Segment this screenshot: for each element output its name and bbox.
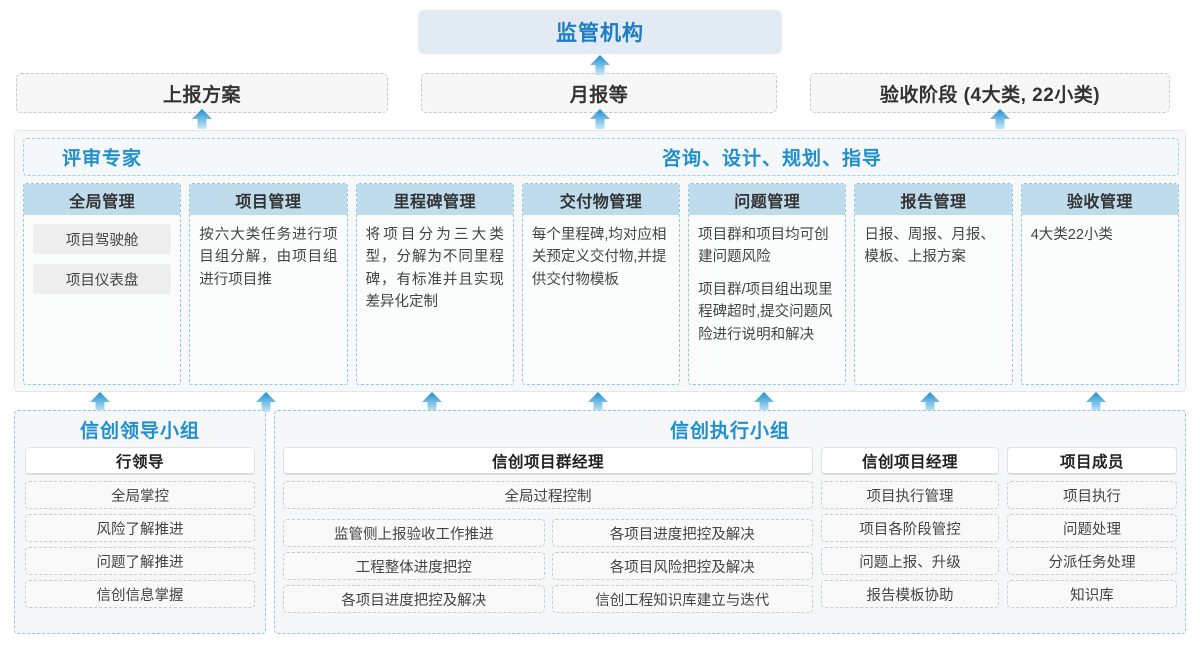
arrow-up-to-mgmt-5 <box>753 391 775 413</box>
report-box-acceptance: 验收阶段 (4大类, 22小类) <box>810 73 1170 113</box>
mgmt-column-body: 日报、周报、月报、模板、上报方案 <box>855 215 1011 384</box>
role-header-member[interactable]: 项目成员 <box>1007 447 1177 475</box>
review-experts-label: 评审专家 <box>62 148 143 170</box>
mgmt-description: 项目群和项目均可创建问题风险 <box>698 227 829 266</box>
duty-item[interactable]: 分派任务处理 <box>1007 547 1177 575</box>
duty-item[interactable]: 信创信息掌握 <box>25 580 255 608</box>
duty-item[interactable]: 问题上报、升级 <box>821 547 999 575</box>
role-column-project-manager: 信创项目经理 项目执行管理 项目各阶段管控 问题上报、升级 报告模板协助 <box>821 447 999 613</box>
arrow-up-to-mgmt-6 <box>919 391 941 413</box>
role-header-bank-leader[interactable]: 行领导 <box>25 447 255 475</box>
duty-item[interactable]: 知识库 <box>1007 580 1177 608</box>
execution-group-title: 信创执行小组 <box>669 421 790 442</box>
program-manager-duty-grid: 监管侧上报验收工作推进 工程整体进度把控 各项目进度把控及解决 各项目进度把控及… <box>283 519 813 613</box>
arrow-up-to-mgmt-2 <box>255 391 277 413</box>
arrow-up-to-mgmt-1 <box>89 391 111 413</box>
report-box-plan: 上报方案 <box>16 73 388 113</box>
duty-item[interactable]: 项目执行管理 <box>821 481 999 509</box>
arrow-up-to-report-plan <box>191 108 213 130</box>
member-duty-list: 项目执行 问题处理 分派任务处理 知识库 <box>1007 481 1177 608</box>
role-column-program-manager: 信创项目群经理 全局过程控制 监管侧上报验收工作推进 工程整体进度把控 各项目进… <box>283 447 813 613</box>
supervisory-org-label: 监管机构 <box>556 22 644 45</box>
mgmt-chip[interactable]: 项目仪表盘 <box>33 264 172 294</box>
arrow-up-to-org-right <box>989 108 1011 130</box>
mgmt-column-title: 问题管理 <box>689 184 846 215</box>
mgmt-column-title: 交付物管理 <box>522 184 680 215</box>
report-label-monthly: 月报等 <box>569 84 629 106</box>
mgmt-column-title: 全局管理 <box>24 184 181 215</box>
mgmt-column-body: 每个里程碑,均对应相关预定义交付物,并提供交付物模板 <box>523 215 679 384</box>
report-boxes-row: 上报方案 月报等 验收阶段 (4大类, 22小类) <box>16 73 1184 113</box>
management-panel: 评审专家 咨询、设计、规划、指导 全局管理 项目驾驶舱 项目仪表盘 项目管理 按… <box>14 130 1186 392</box>
duty-item[interactable]: 全局掌控 <box>25 481 255 509</box>
program-manager-duty-list: 全局过程控制 监管侧上报验收工作推进 工程整体进度把控 各项目进度把控及解决 各… <box>283 481 813 613</box>
mgmt-description: 日报、周报、月报、模板、上报方案 <box>864 227 995 266</box>
mgmt-chip[interactable]: 项目驾驶舱 <box>33 224 172 254</box>
duty-item[interactable]: 各项目进度把控及解决 <box>551 519 813 547</box>
duty-item[interactable]: 信创工程知识库建立与迭代 <box>551 585 813 613</box>
arrow-up-to-org-center <box>589 54 611 76</box>
leader-group-title: 信创领导小组 <box>79 421 200 442</box>
mgmt-description: 每个里程碑,均对应相关预定义交付物,并提供交付物模板 <box>531 227 667 288</box>
arrow-up-to-report-monthly <box>589 108 611 130</box>
report-label-acceptance: 验收阶段 (4大类, 22小类) <box>879 84 1101 106</box>
duty-item[interactable]: 各项目风险把控及解决 <box>551 552 813 580</box>
duty-item[interactable]: 问题处理 <box>1007 514 1177 542</box>
mgmt-column-body: 项目驾驶舱 项目仪表盘 <box>24 215 180 384</box>
role-header-project-manager[interactable]: 信创项目经理 <box>821 447 999 475</box>
supervisory-org-box: 监管机构 <box>418 10 782 54</box>
duty-item[interactable]: 风险了解推进 <box>25 514 255 542</box>
duty-item[interactable]: 项目各阶段管控 <box>821 514 999 542</box>
mgmt-column-title: 报告管理 <box>855 184 1012 215</box>
program-manager-duty-col-right: 各项目进度把控及解决 各项目风险把控及解决 信创工程知识库建立与迭代 <box>551 519 813 613</box>
leader-group-panel: 信创领导小组 行领导 全局掌控 风险了解推进 问题了解推进 信创信息掌握 <box>14 410 266 634</box>
program-manager-duty-col-left: 监管侧上报验收工作推进 工程整体进度把控 各项目进度把控及解决 <box>283 519 545 613</box>
duty-item[interactable]: 各项目进度把控及解决 <box>283 585 545 613</box>
mgmt-column-title: 项目管理 <box>190 184 347 215</box>
execution-group-panel: 信创执行小组 信创项目群经理 全局过程控制 监管侧上报验收工作推进 工程整体进度… <box>274 410 1186 634</box>
consulting-scope-label: 咨询、设计、规划、指导 <box>662 148 883 170</box>
arrow-up-to-mgmt-7 <box>1085 391 1107 413</box>
mgmt-description: 按六大类任务进行项目组分解，由项目组进行项目推 <box>199 227 338 288</box>
mgmt-column-issue[interactable]: 问题管理 项目群和项目均可创建问题风险 项目群/项目组出现里程碑超时,提交问题风… <box>688 183 847 385</box>
duty-item[interactable]: 报告模板协助 <box>821 580 999 608</box>
mgmt-column-body: 将项目分为三大类型，分解为不同里程碑，有标准并且实现差异化定制 <box>357 215 513 384</box>
arrow-up-to-mgmt-3 <box>421 391 443 413</box>
mgmt-column-title: 验收管理 <box>1021 184 1178 215</box>
report-box-monthly: 月报等 <box>421 73 777 113</box>
mgmt-description: 4大类22小类 <box>1030 227 1113 243</box>
duty-item[interactable]: 工程整体进度把控 <box>283 552 545 580</box>
mgmt-column-milestone[interactable]: 里程碑管理 将项目分为三大类型，分解为不同里程碑，有标准并且实现差异化定制 <box>355 183 514 385</box>
mgmt-column-project[interactable]: 项目管理 按六大类任务进行项目组分解，由项目组进行项目推 <box>189 183 348 385</box>
leader-duty-list: 全局掌控 风险了解推进 问题了解推进 信创信息掌握 <box>25 481 255 608</box>
mgmt-description: 项目群/项目组出现里程碑超时,提交问题风险进行说明和解决 <box>698 281 833 343</box>
mgmt-column-title: 里程碑管理 <box>356 184 513 215</box>
mgmt-column-deliverable[interactable]: 交付物管理 每个里程碑,均对应相关预定义交付物,并提供交付物模板 <box>521 183 681 385</box>
execution-role-columns: 信创项目群经理 全局过程控制 监管侧上报验收工作推进 工程整体进度把控 各项目进… <box>283 447 1177 613</box>
report-label-plan: 上报方案 <box>162 84 241 106</box>
mgmt-column-body: 按六大类任务进行项目组分解，由项目组进行项目推 <box>190 215 346 384</box>
duty-item[interactable]: 项目执行 <box>1007 481 1177 509</box>
duty-item[interactable]: 监管侧上报验收工作推进 <box>283 519 545 547</box>
management-panel-header: 评审专家 咨询、设计、规划、指导 <box>23 138 1179 176</box>
mgmt-column-body: 4大类22小类 <box>1022 215 1178 384</box>
mgmt-column-acceptance[interactable]: 验收管理 4大类22小类 <box>1020 183 1179 385</box>
duty-item[interactable]: 问题了解推进 <box>25 547 255 575</box>
mgmt-description: 将项目分为三大类型，分解为不同里程碑，有标准并且实现差异化定制 <box>365 227 504 311</box>
arrow-up-to-mgmt-4 <box>587 391 609 413</box>
role-column-member: 项目成员 项目执行 问题处理 分派任务处理 知识库 <box>1007 447 1177 613</box>
mgmt-column-body: 项目群和项目均可创建问题风险 项目群/项目组出现里程碑超时,提交问题风险进行说明… <box>689 215 845 384</box>
mgmt-column-report[interactable]: 报告管理 日报、周报、月报、模板、上报方案 <box>854 183 1013 385</box>
role-header-program-manager[interactable]: 信创项目群经理 <box>283 447 813 475</box>
duty-item-global-process[interactable]: 全局过程控制 <box>283 481 813 509</box>
project-manager-duty-list: 项目执行管理 项目各阶段管控 问题上报、升级 报告模板协助 <box>821 481 999 608</box>
management-columns: 全局管理 项目驾驶舱 项目仪表盘 项目管理 按六大类任务进行项目组分解，由项目组… <box>23 183 1179 385</box>
mgmt-column-global[interactable]: 全局管理 项目驾驶舱 项目仪表盘 <box>23 183 182 385</box>
